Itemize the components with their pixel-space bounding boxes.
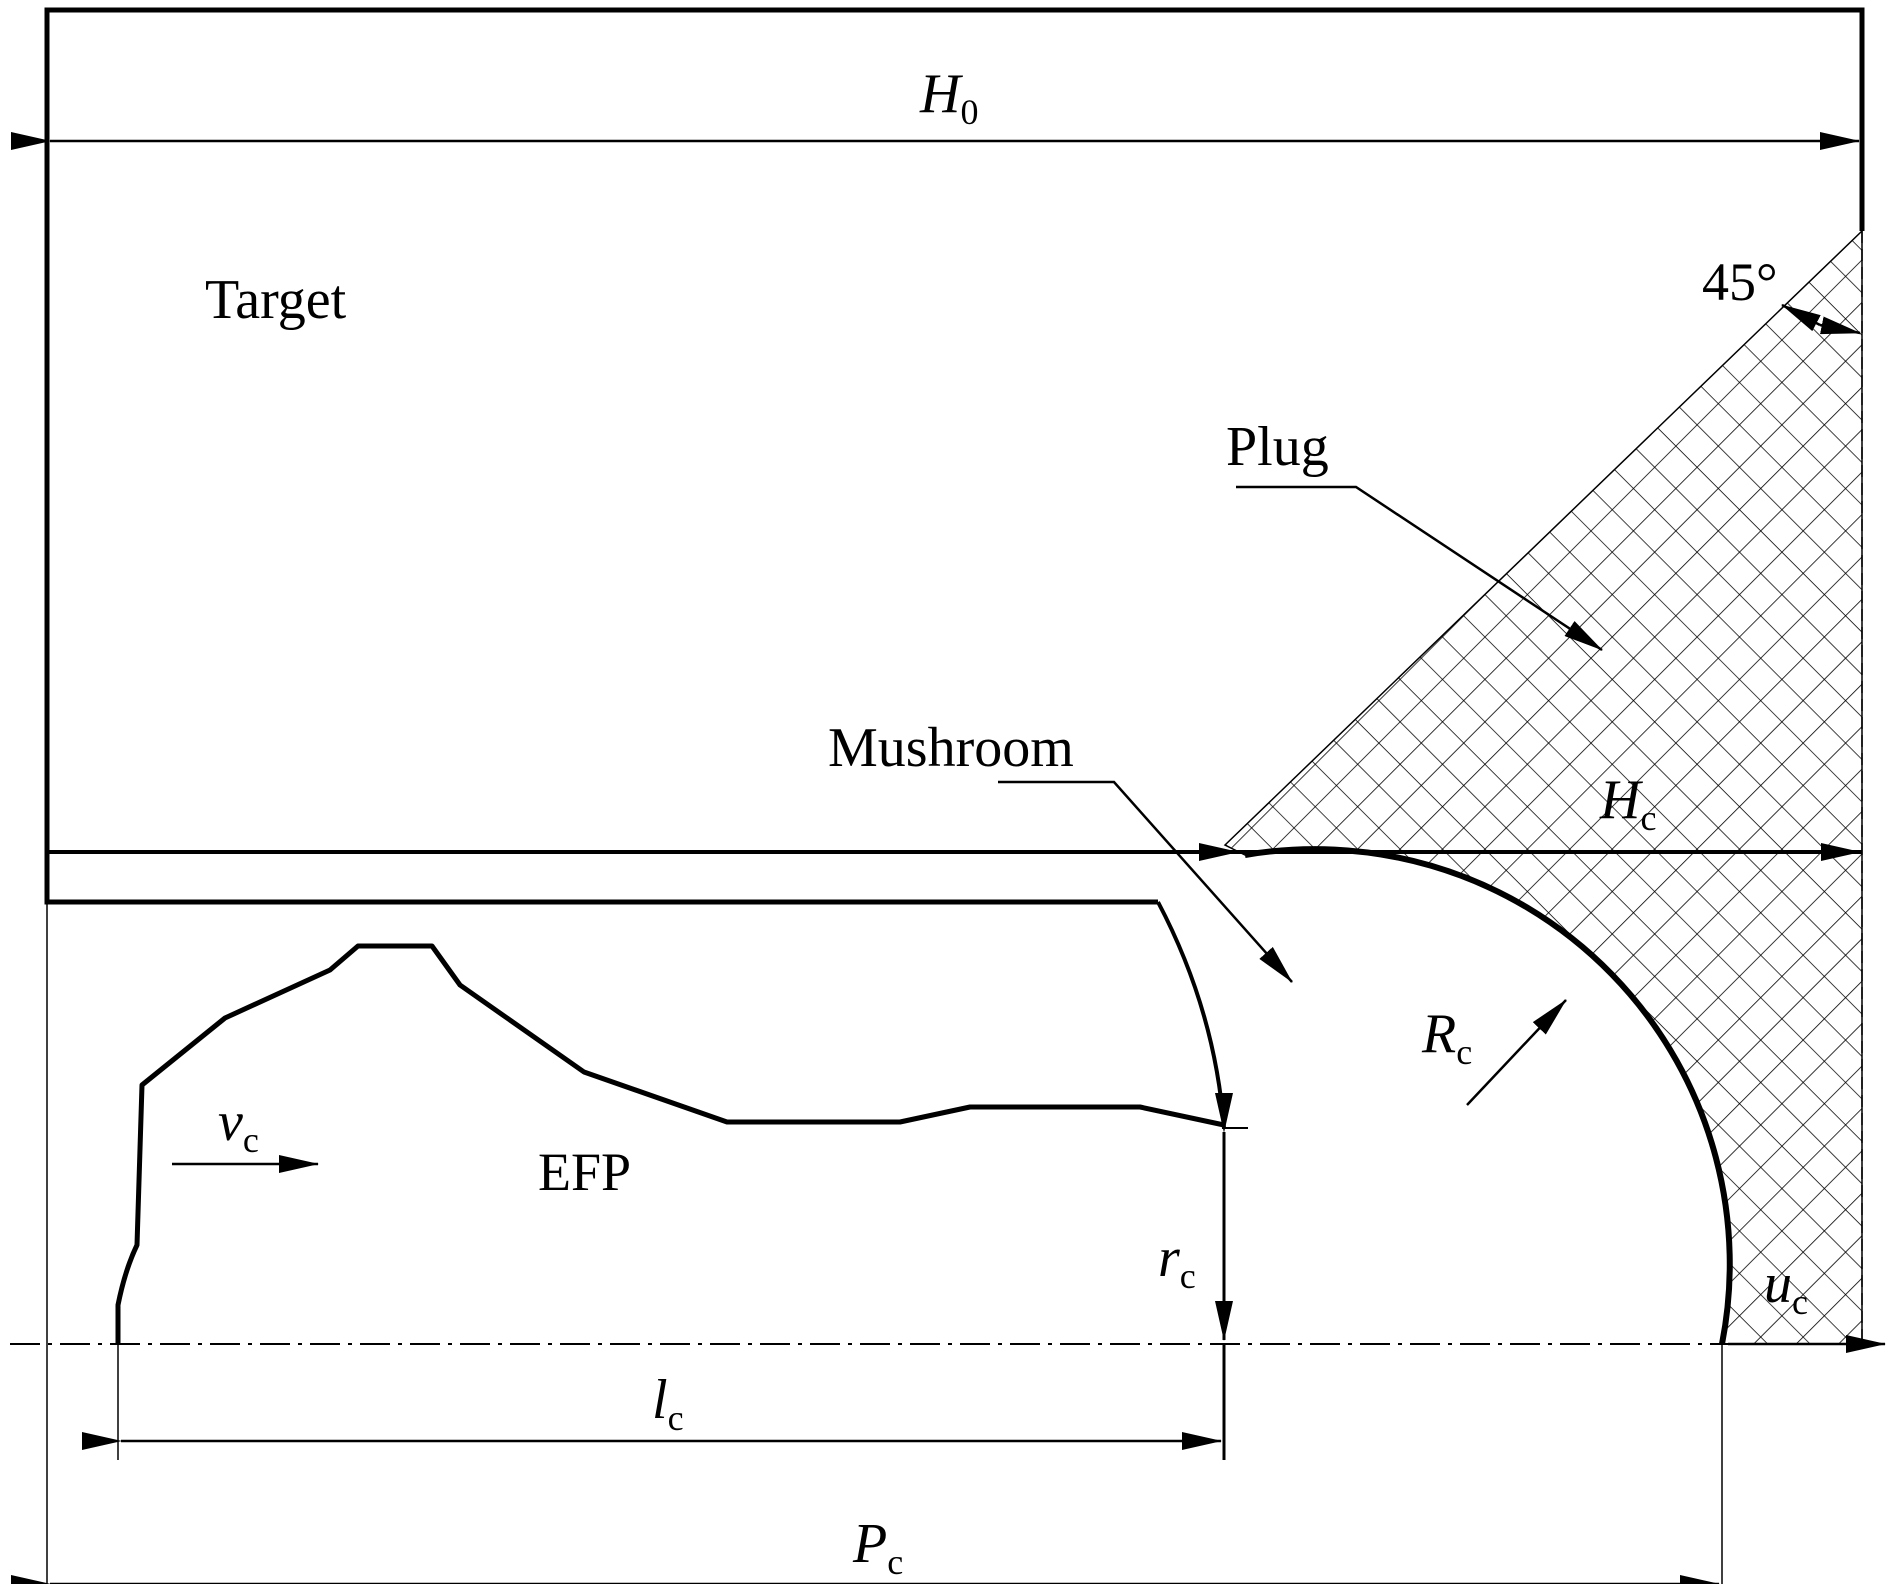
target-crater-wall — [1156, 901, 1226, 1129]
Rc-arrow — [1466, 999, 1567, 1106]
uc-label: uc — [1764, 1253, 1808, 1322]
H0-label: H0 — [919, 63, 978, 132]
plug-label: Plug — [1226, 416, 1329, 478]
vc-label: vc — [218, 1091, 259, 1160]
mushroom-leader-line — [998, 780, 1293, 983]
angle-label: 45° — [1702, 252, 1778, 312]
mushroom-label: Mushroom — [828, 717, 1074, 779]
rc-label: rc — [1158, 1227, 1196, 1296]
plug-hatch-region — [1223, 229, 1863, 1345]
angle-arrow-right — [1819, 316, 1861, 335]
lc-label: lc — [652, 1369, 684, 1438]
Pc-label: Pc — [852, 1513, 903, 1582]
target-outline — [44, 7, 1865, 905]
angle-arrow-left — [1781, 303, 1821, 332]
target-label: Target — [205, 269, 347, 331]
efp-label: EFP — [538, 1142, 631, 1202]
Rc-label: Rc — [1421, 1003, 1472, 1072]
efp-profile — [115, 943, 1225, 1344]
Hc-label: Hc — [1599, 769, 1656, 838]
plug-leader-line — [1236, 485, 1603, 652]
